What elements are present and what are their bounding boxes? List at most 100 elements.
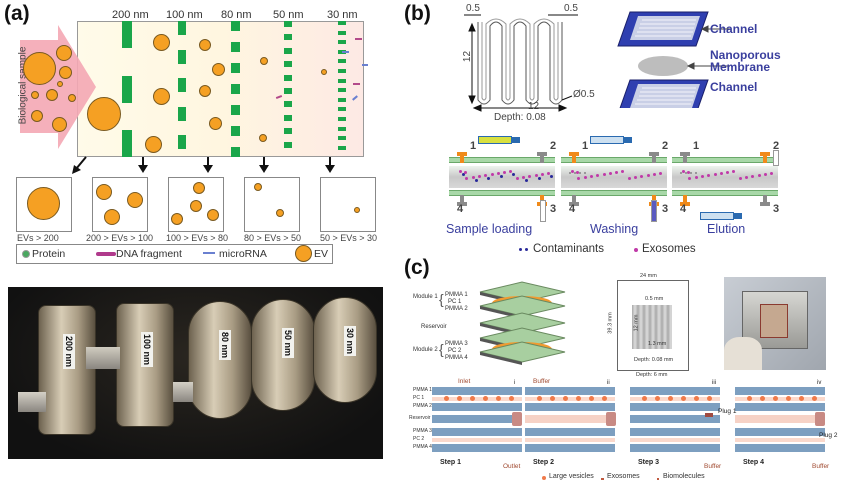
legend-exosomes: Exosomes — [642, 243, 696, 255]
filter-pore-segment — [231, 42, 240, 52]
large-vesicle-dot — [681, 396, 686, 401]
ev — [59, 66, 72, 79]
contaminant-remnant — [695, 172, 697, 174]
step-label: Step 3 — [638, 459, 660, 466]
large-vesicle-dot — [799, 396, 804, 401]
reservoir-label: Reservoir — [421, 324, 447, 330]
exosome-dot — [477, 175, 481, 178]
port-number: 4 — [680, 203, 687, 215]
channel-layer-bottom — [449, 190, 555, 196]
exosome-dot — [465, 177, 469, 180]
panel-c-label: (c) — [404, 256, 430, 279]
module-label: 80 nm — [219, 330, 231, 361]
exosome-dot — [700, 175, 704, 178]
pc-channel — [630, 397, 720, 401]
fraction-box-4 — [244, 177, 300, 232]
pmma-channel — [525, 387, 615, 395]
pore-label-200: 200 nm — [112, 9, 149, 21]
pmma-channel — [525, 444, 615, 452]
port-number: 3 — [662, 203, 669, 215]
row-label: PMMA 4 — [413, 444, 432, 450]
port-stem — [652, 155, 656, 163]
microrna — [362, 64, 368, 66]
layer-pc2: PC 2 — [448, 348, 462, 354]
port-stem — [763, 155, 767, 163]
pmma-channel — [735, 444, 825, 452]
large-vesicle-dot — [694, 396, 699, 401]
fraction-box-2 — [92, 177, 148, 232]
exosome-dot — [608, 172, 612, 175]
exosome-dot — [534, 174, 538, 177]
large-vesicle-dot — [602, 396, 607, 401]
large-vesicle-dot — [773, 396, 778, 401]
pmma-channel — [432, 444, 522, 452]
arrow-stem — [329, 157, 331, 167]
annotation-outlet: Outlet — [503, 463, 521, 470]
ev — [153, 34, 170, 51]
ev — [212, 63, 225, 76]
syringe-icon — [478, 136, 512, 144]
exosome-dot — [732, 170, 736, 173]
pmma-channel — [630, 403, 720, 411]
step-roman: iv — [817, 380, 822, 386]
pmma-channel — [525, 428, 615, 436]
large-vesicle-dot — [483, 396, 488, 401]
filter-pore-segment — [338, 107, 346, 112]
filter-pore-segment — [178, 78, 186, 93]
legend-protein: Protein — [32, 248, 66, 260]
port-cap — [680, 202, 690, 206]
ev — [31, 91, 39, 99]
filter-module: 50 nm — [251, 299, 315, 411]
dna-fragment — [355, 38, 362, 40]
ev — [199, 39, 211, 51]
exosome-icon — [601, 478, 604, 480]
exosome-dot — [682, 170, 685, 173]
port-number: 3 — [550, 203, 557, 215]
port-stem — [683, 195, 687, 203]
pmma-channel — [630, 387, 720, 395]
exosome-dot — [652, 173, 656, 176]
annotation-inlet: Inlet — [458, 378, 471, 385]
filter-pore-segment — [178, 135, 186, 150]
membrane-layer — [561, 166, 667, 188]
filter-pore-segment — [338, 145, 346, 150]
contaminant-remnant — [569, 172, 571, 174]
step-roman: ii — [607, 380, 610, 386]
contaminant-dot — [537, 177, 541, 180]
contaminant-dot — [499, 175, 503, 178]
brace-icon: { — [439, 341, 444, 357]
port-number: 2 — [662, 140, 669, 152]
channel-layer-bottom — [561, 190, 667, 196]
filter-pore-segment — [284, 128, 292, 135]
exosome-dot — [575, 171, 579, 174]
step-elution: Elution — [707, 222, 746, 236]
port-cap — [649, 152, 659, 156]
row-label: Reservoir — [409, 415, 431, 421]
fraction-caption-5: 50 > EVs > 30 — [320, 233, 378, 243]
row-label: PMMA 3 — [413, 428, 432, 434]
filter-pore-segment — [284, 141, 292, 148]
filter-pore-segment — [338, 59, 346, 64]
filter-cascade-box — [77, 21, 364, 157]
contaminant-dot — [550, 175, 554, 178]
ev — [23, 52, 56, 85]
contaminant-remnant — [680, 172, 682, 174]
fraction-caption-3: 100 > EVs > 80 — [166, 233, 229, 243]
collection-tube-icon — [651, 200, 657, 222]
contaminant-remnant — [574, 172, 576, 174]
syringe-plunger — [512, 137, 520, 143]
exosome-dot — [745, 176, 748, 179]
channel-layer-top — [672, 157, 778, 163]
filter-pore-segment — [338, 21, 346, 25]
large-vesicle-dot — [550, 396, 555, 401]
legend-contaminants: Contaminants — [533, 243, 604, 255]
pmma-layer — [479, 295, 566, 317]
pmma-channel — [630, 444, 720, 452]
exosome-dot — [694, 176, 698, 179]
large-vesicle-dot — [747, 396, 752, 401]
port-cap — [457, 152, 467, 156]
filter-pore-segment — [231, 105, 240, 115]
pmma-layer — [479, 341, 566, 363]
step-roman: iii — [712, 380, 716, 386]
row-label: PC 1 — [413, 395, 425, 401]
